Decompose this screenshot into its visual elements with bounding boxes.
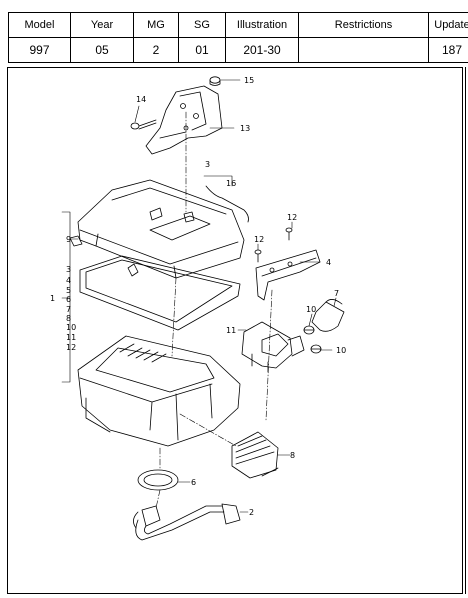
callout-list-5: 5 [66, 286, 71, 295]
bracket-part [145, 85, 223, 155]
callout-list-4: 4 [66, 276, 71, 285]
mount-bracket-part [255, 249, 321, 301]
callout-10: 10 [306, 305, 316, 314]
callout-list-6: 6 [66, 295, 71, 304]
callout-12: 12 [287, 213, 297, 222]
callout-16: 16 [226, 179, 236, 188]
drawing-frame [7, 67, 463, 594]
sensor-part [241, 321, 305, 373]
callout-list-7: 7 [66, 305, 71, 314]
clamp-part [303, 325, 315, 335]
callout-list-11: 11 [66, 333, 76, 342]
screw-part [254, 227, 293, 263]
callout-list-12: 12 [66, 343, 76, 352]
screw-part [130, 119, 157, 130]
value-illustration: 201-30 [225, 37, 299, 63]
callout-6: 6 [191, 478, 196, 487]
callout-4: 4 [326, 258, 331, 267]
hose-part [311, 299, 345, 332]
intake-pipe-part [133, 503, 241, 541]
column-update: Update [428, 12, 468, 38]
resonator-part [231, 431, 279, 479]
callout-list-8: 8 [66, 314, 71, 323]
lower-housing-part [77, 335, 241, 447]
callout-7: 7 [334, 289, 339, 298]
tube-part [205, 185, 249, 223]
column-model: Model [8, 12, 71, 38]
column-year: Year [70, 12, 134, 38]
filter-cover-part [69, 179, 245, 279]
assembly-lines [155, 111, 273, 509]
value-year: 05 [70, 37, 134, 63]
callout-15: 15 [244, 76, 254, 85]
callout-list-10: 10 [66, 323, 76, 332]
value-sg: 01 [178, 37, 226, 63]
callout-11: 11 [226, 326, 236, 335]
nut-part [209, 76, 221, 86]
value-model: 997 [8, 37, 71, 63]
callout-10: 10 [336, 346, 346, 355]
value-restrictions [298, 37, 429, 63]
right-edge-line [465, 67, 467, 594]
callout-8: 8 [290, 451, 295, 460]
callout-14: 14 [136, 95, 146, 104]
column-sg: SG [178, 12, 226, 38]
leader-lines [61, 79, 337, 513]
callout-12: 12 [254, 235, 264, 244]
callout-2: 2 [249, 508, 254, 517]
filter-element-part [79, 255, 241, 331]
callout-9: 9 [66, 235, 71, 244]
callout-13: 13 [240, 124, 250, 133]
seal-ring-part [137, 469, 179, 491]
parts-header-table: Model Year MG SG Illustration Restrictio… [8, 12, 468, 63]
callout-list-3: 3 [66, 265, 71, 274]
value-update: 187 [428, 37, 468, 63]
value-row: 997 05 2 01 201-30 187 [8, 37, 468, 63]
header-row: Model Year MG SG Illustration Restrictio… [8, 12, 468, 38]
callout-labels: 15 14 13 3 16 9 12 12 4 1 3 4 5 6 7 8 10… [50, 76, 346, 517]
callout-1: 1 [50, 294, 55, 303]
clamp-part [310, 344, 322, 354]
callout-3: 3 [205, 160, 210, 169]
value-mg: 2 [133, 37, 179, 63]
